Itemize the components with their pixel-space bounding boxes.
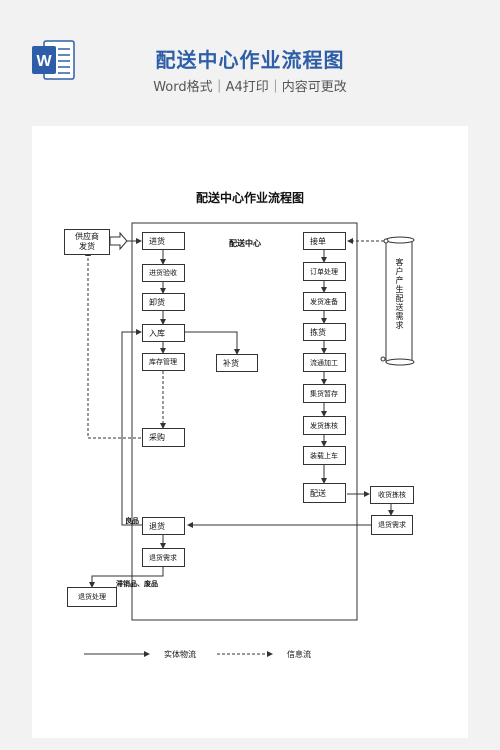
document-page: 配送中心作业流程图: [32, 126, 468, 738]
delivery-node: 进货: [142, 232, 185, 250]
flowchart-connectors: [84, 222, 415, 657]
good-product-label: 良品: [125, 516, 139, 525]
ship-check-node: 发货拣核: [303, 416, 346, 435]
legend-information-label: 信息流: [287, 650, 311, 659]
svg-text:W: W: [36, 53, 52, 70]
customer-demand-label: 客户产生配送需求: [395, 258, 404, 330]
order-receive-node: 接单: [303, 232, 346, 250]
order-process-node: 订单处理: [303, 262, 346, 281]
purchase-node: 采购: [142, 428, 185, 447]
storage-node: 入库: [142, 324, 185, 342]
processing-node: 流通加工: [303, 353, 346, 372]
word-document-icon: W: [32, 40, 75, 80]
customer-return-demand-node: 退货需求: [371, 515, 413, 535]
staging-node: 集货暂存: [303, 384, 346, 403]
customer-scroll: [380, 236, 415, 366]
flowchart-title: 配送中心作业流程图: [195, 191, 304, 205]
return-node: 退货: [142, 517, 185, 535]
return-processing-node: 退货处理: [67, 587, 117, 607]
replenish-node: 补货: [216, 354, 258, 372]
distribution-center-container: [131, 222, 358, 621]
supplier-node: 供应商 发货: [64, 229, 110, 255]
receive-check-node: 收货拣核: [370, 486, 414, 504]
dispatch-node: 配送: [303, 483, 346, 503]
inspection-node: 进货验收: [142, 264, 185, 282]
center-label: 配送中心: [229, 238, 261, 248]
return-demand-node: 退货需求: [142, 548, 185, 567]
defective-label: 滞销品、废品: [116, 579, 158, 588]
document-header: W 配送中心作业流程图 Word格式｜A4打印｜内容可更改: [0, 0, 500, 122]
page-title: 配送中心作业流程图: [155, 48, 345, 72]
page-subtitle: Word格式｜A4打印｜内容可更改: [153, 80, 347, 95]
legend-physical-label: 实体物流: [164, 650, 196, 659]
ship-prepare-node: 发货准备: [303, 292, 346, 311]
picking-node: 拣货: [303, 323, 346, 341]
loading-node: 装载上车: [303, 446, 346, 465]
unload-node: 卸货: [142, 293, 185, 311]
inventory-node: 库存管理: [142, 353, 185, 371]
